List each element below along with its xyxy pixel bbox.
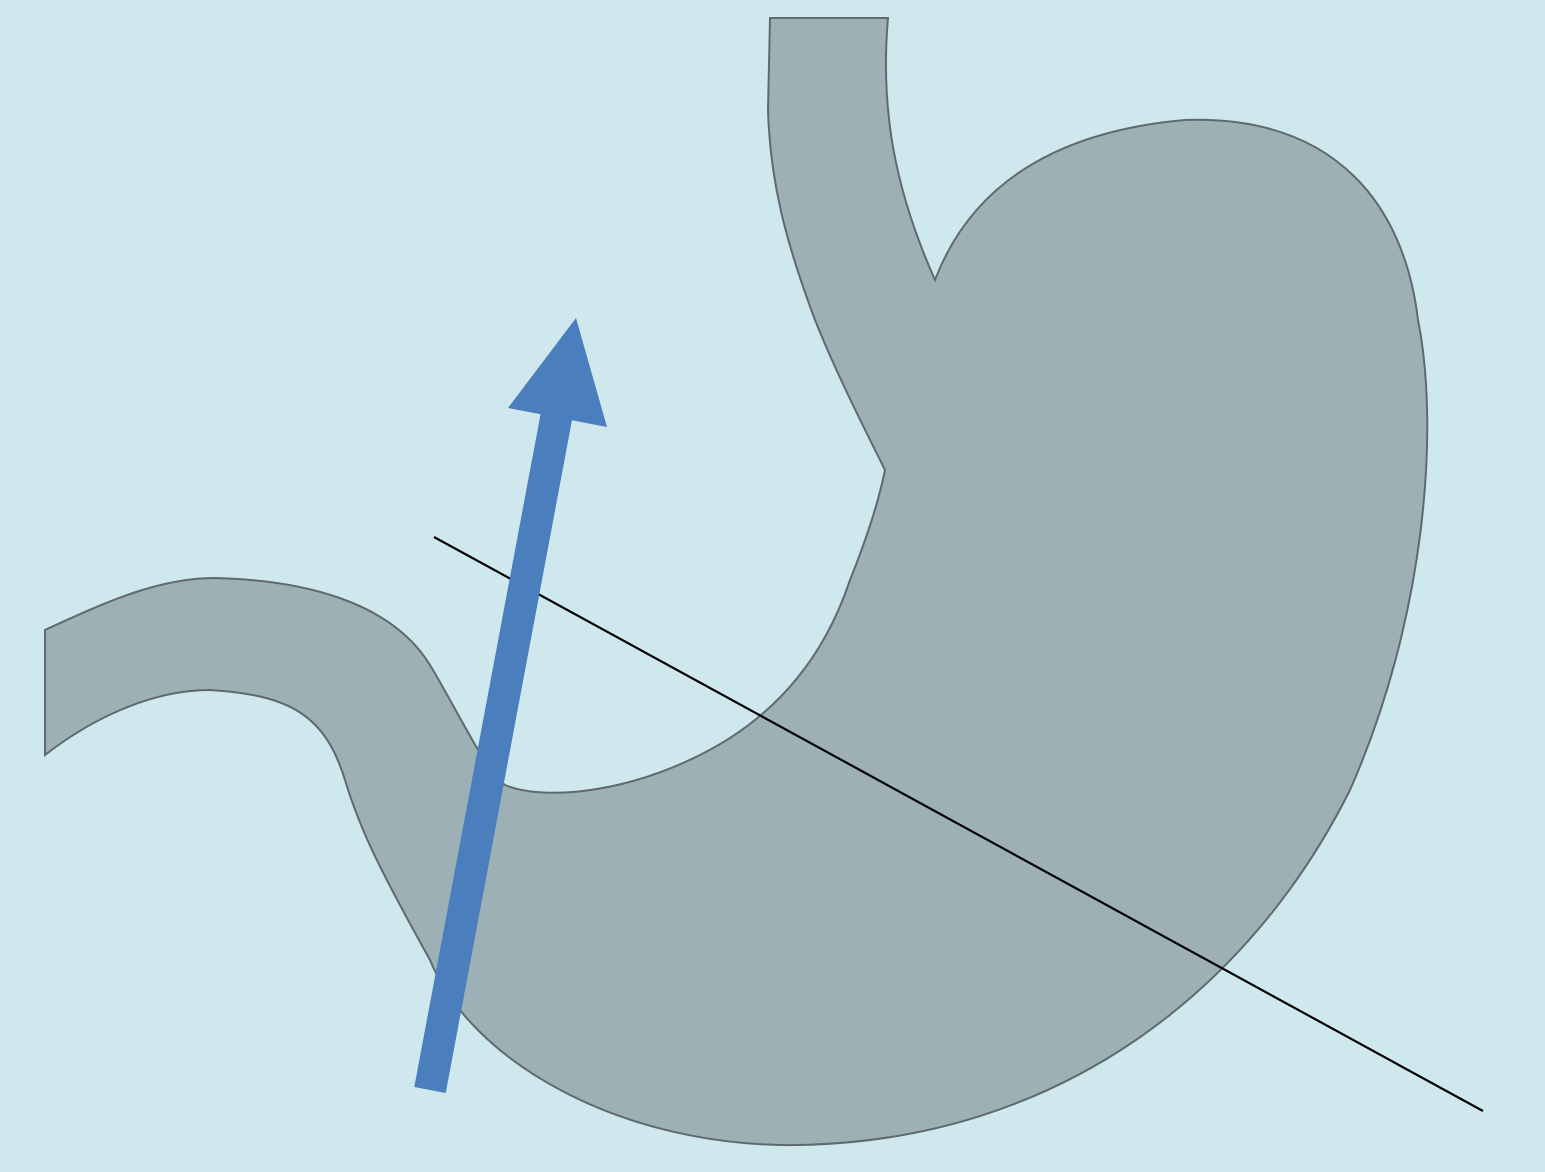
diagram-canvas [0, 0, 1545, 1172]
stomach-diagram [0, 0, 1545, 1172]
